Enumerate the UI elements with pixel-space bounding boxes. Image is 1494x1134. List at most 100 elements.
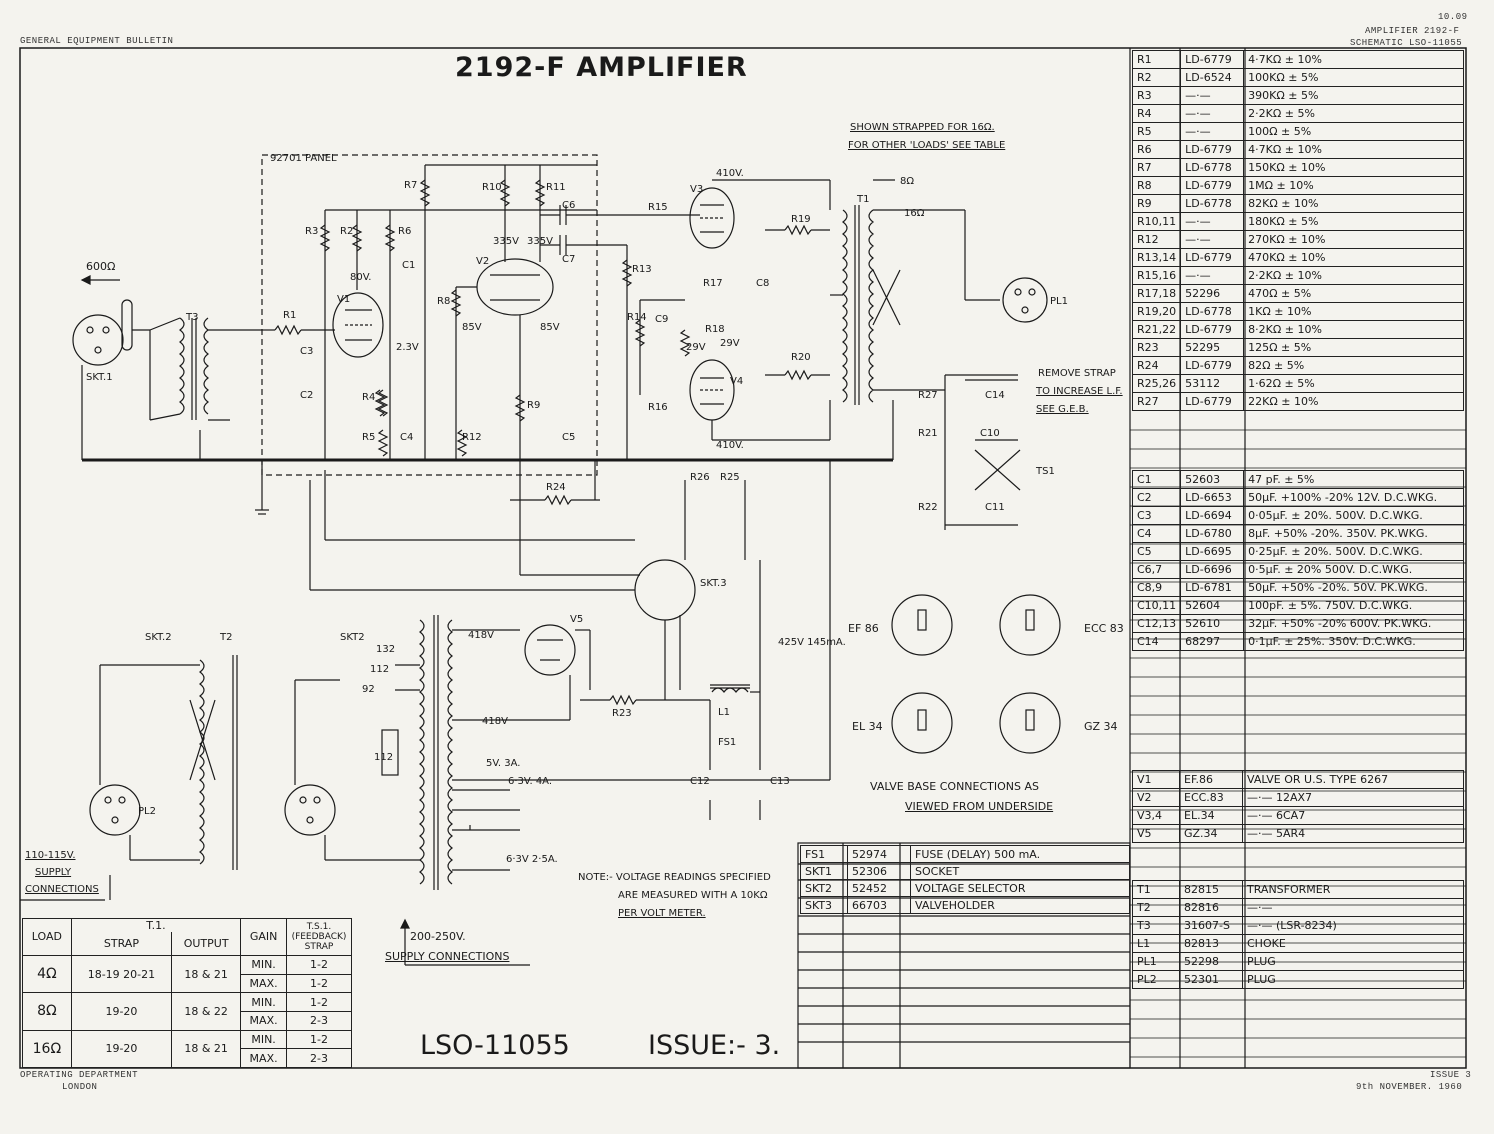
component-label-skt2b: SKT2 — [340, 632, 365, 643]
part-description: 2·2KΩ ± 10% — [1243, 266, 1464, 285]
component-label-v418a: 418V — [468, 630, 494, 641]
component-label-c12: C12 — [690, 776, 710, 787]
strap-16: 19-20 — [70, 1029, 173, 1069]
component-label-v29b: 29V — [720, 338, 740, 349]
gain-min-8: MIN. — [240, 992, 287, 1012]
part-ref: V2 — [1132, 788, 1180, 807]
part-ref: R5 — [1131, 122, 1182, 141]
part-description: 0·25μF. ± 20%. 500V. D.C.WKG. — [1243, 542, 1464, 561]
part-ref: C14 — [1131, 632, 1182, 651]
part-description: 1·62Ω ± 5% — [1243, 374, 1464, 393]
component-label-v1: V1 — [337, 294, 350, 305]
component-label-r26: R26 — [690, 472, 710, 483]
strap-note-1: SHOWN STRAPPED FOR 16Ω. — [850, 122, 995, 133]
part-ref: R21,22 — [1131, 320, 1182, 339]
part-number: 82813 — [1179, 934, 1243, 953]
part-ref: V5 — [1132, 824, 1180, 843]
component-label-v4: V4 — [730, 376, 743, 387]
component-label-t2: T2 — [219, 632, 232, 643]
drawing-issue: ISSUE:- 3. — [648, 1030, 781, 1061]
part-number: LD-6696 — [1180, 560, 1245, 579]
part-row: R15,16—·—2·2KΩ ± 10% — [1131, 266, 1464, 285]
part-number: 68297 — [1180, 632, 1245, 651]
component-label-t1: T1 — [856, 194, 869, 205]
part-number: 52301 — [1179, 970, 1243, 989]
component-label-c9: C9 — [655, 314, 668, 325]
input-impedance: 600Ω — [86, 260, 116, 273]
header-doc: AMPLIFIER 2192-F — [1365, 26, 1460, 36]
component-label-n16: 16Ω — [904, 208, 925, 219]
resistor-symbol — [456, 429, 468, 457]
part-description: 100KΩ ± 5% — [1243, 68, 1464, 87]
t1-head: T.1. — [70, 918, 242, 932]
strap-8: 19-20 — [70, 992, 173, 1031]
part-ref: L1 — [1132, 934, 1180, 953]
part-number: LD-6778 — [1180, 194, 1245, 213]
gain-head: GAIN — [240, 918, 287, 956]
component-label-r20: R20 — [791, 352, 811, 363]
part-number: LD-6524 — [1180, 68, 1245, 87]
load-head: LOAD — [22, 918, 72, 956]
part-number: 52604 — [1180, 596, 1245, 615]
footer-city: LONDON — [62, 1082, 98, 1092]
component-label-v3: V3 — [690, 184, 703, 195]
component-label-r6: R6 — [398, 226, 411, 237]
part-row: R4—·—2·2KΩ ± 5% — [1131, 104, 1464, 123]
part-description: 0·05μF. ± 20%. 500V. D.C.WKG. — [1243, 506, 1464, 525]
component-label-r1: R1 — [283, 310, 296, 321]
part-ref: C3 — [1131, 506, 1182, 525]
component-label-pl2: PL2 — [138, 806, 156, 817]
drawing-number: LSO-11055 — [420, 1030, 570, 1061]
component-label-r27: R27 — [918, 390, 938, 401]
part-number: ECC.83 — [1179, 788, 1243, 807]
part-number: 82815 — [1179, 880, 1243, 899]
resistor-symbol — [377, 429, 389, 457]
part-number: LD-6779 — [1180, 50, 1245, 69]
component-label-v85a: 85V — [462, 322, 482, 333]
part-ref: SKT2 — [800, 879, 848, 897]
valve-base-name: EL 34 — [852, 720, 883, 733]
footer-date: 9th NOVEMBER. 1960 — [1356, 1082, 1463, 1092]
part-ref: R8 — [1131, 176, 1182, 195]
part-description: 390KΩ ± 5% — [1243, 86, 1464, 105]
part-number: —·— — [1180, 266, 1245, 285]
component-label-n132: 132 — [376, 644, 395, 655]
part-description: VALVE OR U.S. TYPE 6267 — [1242, 770, 1464, 789]
part-ref: R19,20 — [1131, 302, 1182, 321]
fb-min-4: 1-2 — [286, 954, 352, 975]
part-ref: C4 — [1131, 524, 1182, 543]
supply-left-1: 110-115V. — [25, 850, 76, 861]
component-label-v63b: 6·3V 2·5A. — [506, 854, 558, 865]
part-number: LD-6780 — [1180, 524, 1245, 543]
note-1: NOTE:- VOLTAGE READINGS SPECIFIED — [578, 872, 771, 883]
part-ref: FS1 — [800, 845, 848, 863]
part-number: LD-6781 — [1180, 578, 1245, 597]
component-label-r25: R25 — [720, 472, 740, 483]
part-row: R10,11—·—180KΩ ± 5% — [1131, 212, 1464, 231]
part-number: LD-6653 — [1180, 488, 1245, 507]
component-label-skt1: SKT.1 — [86, 372, 113, 383]
component-label-n112: 112 — [370, 664, 389, 675]
part-number: LD-6694 — [1180, 506, 1245, 525]
resistor-symbol — [377, 389, 389, 417]
part-ref: PL2 — [1132, 970, 1180, 989]
strap-4: 18-19 20-21 — [70, 954, 173, 994]
part-description: PLUG — [1242, 952, 1464, 971]
component-label-r5: R5 — [362, 432, 375, 443]
